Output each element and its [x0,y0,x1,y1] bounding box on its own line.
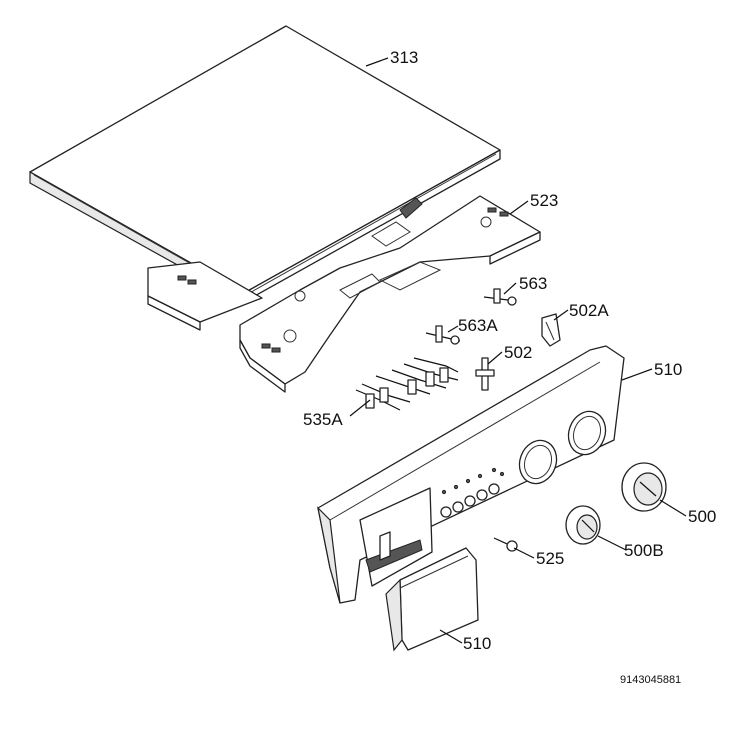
part-510-dispenser-front [385,547,479,652]
part-313-lid [29,25,501,304]
leader-523 [509,200,529,215]
leader-563 [503,282,517,295]
label-523: 523 [530,191,558,210]
leader-535A [349,399,371,417]
part-523-console-frame [147,195,541,393]
label-510-dispenser: 510 [463,634,491,653]
label-500B: 500B [624,541,664,560]
label-510-panel: 510 [654,360,682,379]
leader-502A [553,309,569,321]
label-535A: 535A [303,410,343,429]
leader-500 [659,499,687,517]
label-500: 500 [688,507,716,526]
label-563: 563 [519,274,547,293]
part-563A-pin [425,325,461,345]
leader-500B [597,535,627,551]
leader-502 [487,351,503,365]
label-502: 502 [504,343,532,362]
part-535A-switch-array [355,357,459,411]
part-510-control-panel [317,345,625,604]
part-525-button-pin [493,537,518,552]
part-502A-bracket [541,313,561,347]
leader-313 [365,57,389,67]
drawing-code: 9143045881 [620,674,681,686]
leader-510-dispenser [439,629,463,644]
label-525: 525 [536,549,564,568]
label-502A: 502A [569,301,609,320]
part-500B-small-knob [565,505,601,545]
callout-labels: 313 523 563 563A 502A 502 535A 510 500 5… [303,48,716,686]
leader-563A [447,325,459,333]
leader-lines [349,57,687,644]
leader-525 [513,547,535,559]
part-500-large-knob [621,462,667,512]
part-563-pin [483,288,517,306]
part-502-pin [475,357,495,391]
label-313: 313 [390,48,418,67]
label-563A: 563A [458,316,498,335]
leader-510-panel [621,368,653,381]
